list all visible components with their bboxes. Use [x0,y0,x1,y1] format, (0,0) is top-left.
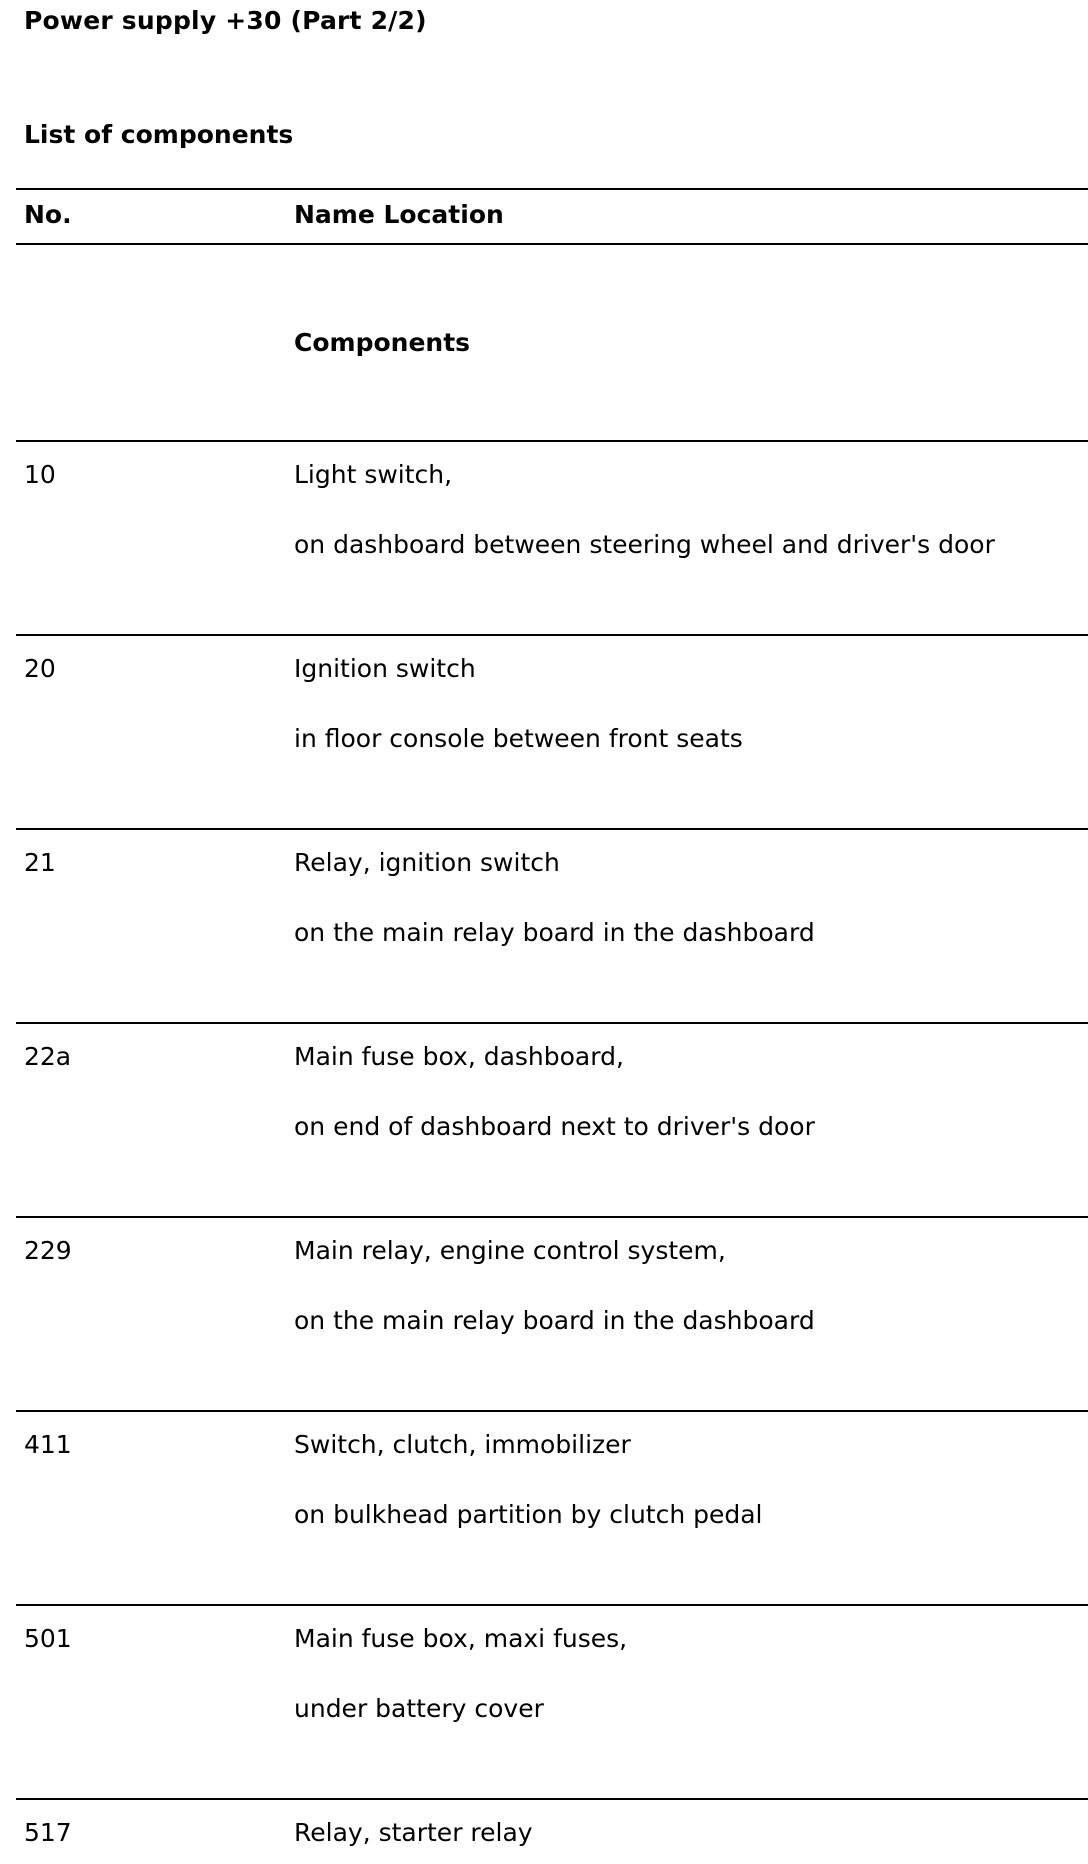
row-divider [16,1798,1088,1800]
table-top-rule [16,188,1088,190]
table-row: 411 Switch, clutch, immobilizer on bulkh… [0,1410,1088,1605]
table-row: 10 Light switch, on dashboard between st… [0,440,1088,635]
page-title: Power supply +30 (Part 2/2) [24,6,427,35]
column-header-name-location: Name Location [294,200,504,229]
component-name: Light switch, [294,460,453,489]
row-divider [16,440,1088,442]
component-name: Ignition switch [294,654,476,683]
component-number: 229 [24,1236,72,1265]
table-row: 21 Relay, ignition switch on the main re… [0,828,1088,1023]
component-name: Switch, clutch, immobilizer [294,1430,631,1459]
table-header-rule [16,243,1088,245]
component-location: on end of dashboard next to driver's doo… [294,1112,815,1141]
component-number: 10 [24,460,56,489]
component-name: Main relay, engine control system, [294,1236,726,1265]
component-number: 411 [24,1430,72,1459]
row-divider [16,1604,1088,1606]
component-location: in floor console between front seats [294,724,743,753]
row-divider [16,1216,1088,1218]
component-number: 20 [24,654,56,683]
table-row: 22a Main fuse box, dashboard, on end of … [0,1022,1088,1217]
row-divider [16,1410,1088,1412]
component-location: on the main relay board in the dashboard [294,1306,815,1335]
component-name: Main fuse box, dashboard, [294,1042,624,1071]
component-number: 21 [24,848,56,877]
component-name: Relay, ignition switch [294,848,560,877]
table-row: 501 Main fuse box, maxi fuses, under bat… [0,1604,1088,1799]
component-location: on the main relay board in the dashboard [294,918,815,947]
component-location: on dashboard between steering wheel and … [294,530,995,559]
row-divider [16,828,1088,830]
column-header-no: No. [24,200,72,229]
table-row: 20 Ignition switch in floor console betw… [0,634,1088,829]
section-heading: List of components [24,120,294,149]
row-divider [16,634,1088,636]
component-number: 501 [24,1624,72,1653]
component-name: Main fuse box, maxi fuses, [294,1624,628,1653]
component-number: 517 [24,1818,72,1847]
table-row: 517 Relay, starter relay [0,1798,1088,1864]
component-location: under battery cover [294,1694,544,1723]
component-number: 22a [24,1042,72,1071]
component-location: on bulkhead partition by clutch pedal [294,1500,763,1529]
component-name: Relay, starter relay [294,1818,533,1847]
table-row: 229 Main relay, engine control system, o… [0,1216,1088,1411]
group-heading: Components [294,328,471,357]
row-divider [16,1022,1088,1024]
